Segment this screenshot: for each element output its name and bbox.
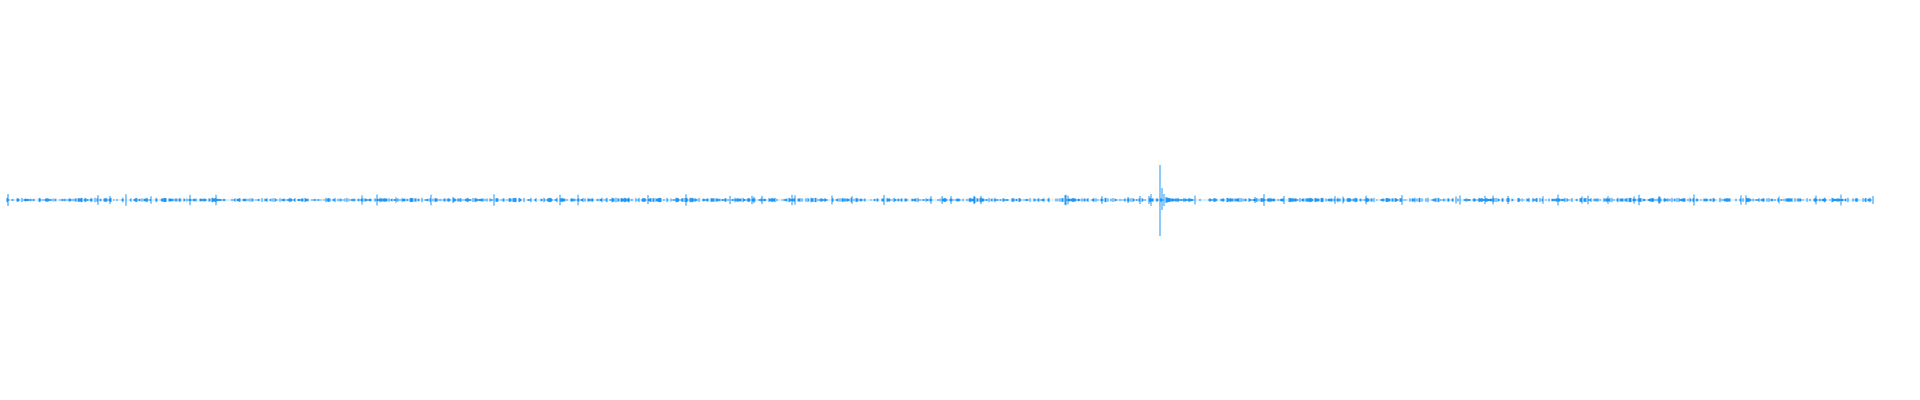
waveform-decay (1166, 197, 1190, 203)
waveform-noise (6, 194, 1874, 206)
waveform-samples (6, 194, 1874, 206)
